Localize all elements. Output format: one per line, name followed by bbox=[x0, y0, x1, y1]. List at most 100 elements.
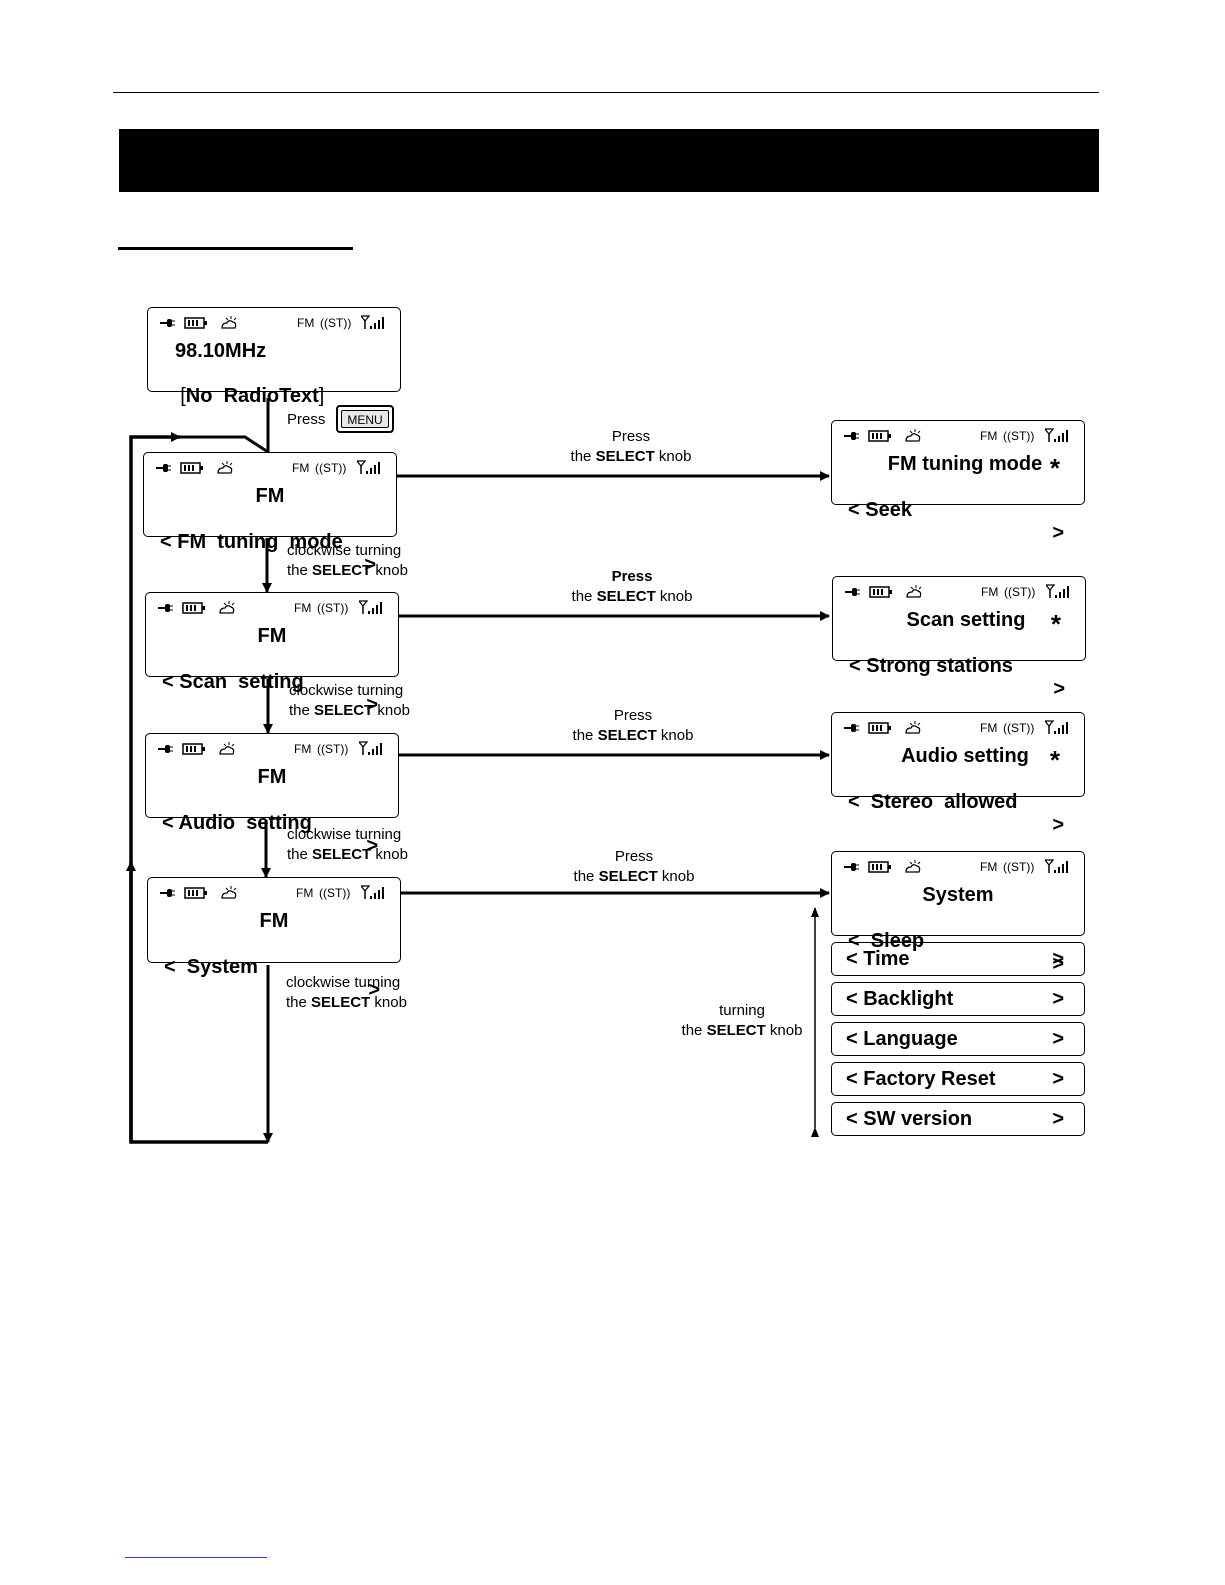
status-bar: FM ((ST)) bbox=[148, 885, 400, 901]
submenu-value-row: < Strong stations > bbox=[833, 632, 1085, 724]
selected-star-icon: * bbox=[1049, 453, 1060, 483]
fm-band-indicator: FM bbox=[297, 316, 315, 330]
loop-back-line bbox=[129, 432, 268, 1144]
press-select-caption-4: Press the SELECT knob bbox=[569, 847, 699, 887]
clockwise-caption-3: clockwise turning the SELECT knob bbox=[287, 826, 408, 863]
radiotext-value: No RadioText bbox=[185, 385, 319, 407]
system-option-sw-version[interactable]: < SW version> bbox=[831, 1102, 1085, 1136]
signal-icon bbox=[355, 460, 385, 476]
caption-the-select-knob: the SELECT knob bbox=[571, 588, 693, 605]
option-arrow: > bbox=[1052, 948, 1064, 970]
system-option-backlight[interactable]: < Backlight > bbox=[831, 982, 1085, 1016]
menu-item-arrow: > bbox=[366, 835, 378, 857]
top-rule bbox=[113, 92, 1099, 93]
status-bar: FM ((ST)) bbox=[832, 428, 1084, 444]
menu-item-row: < FM tuning mode > bbox=[144, 508, 396, 600]
selected-star-icon: * bbox=[1050, 609, 1061, 639]
battery-icon bbox=[182, 602, 206, 618]
menu-item-label: < FM tuning mode bbox=[160, 531, 343, 553]
weather-icon bbox=[905, 584, 923, 600]
battery-icon bbox=[180, 462, 204, 478]
fm-band-indicator: FM bbox=[296, 886, 314, 900]
stereo-indicator: ((ST)) bbox=[317, 742, 349, 756]
lcd-sub-system: FM ((ST)) System < Sleep > bbox=[831, 851, 1085, 975]
menu-item-row: < Audio setting > bbox=[146, 789, 398, 881]
submenu-value-row: < Stereo allowed > bbox=[832, 768, 1084, 860]
menu-item-row: < System > bbox=[148, 933, 400, 1025]
menu-title: FM bbox=[257, 766, 287, 788]
status-bar: FM ((ST)) bbox=[146, 741, 398, 757]
frequency-text: 98.10MHz bbox=[175, 340, 267, 362]
submenu-value-arrow: > bbox=[1052, 522, 1064, 544]
option-label: < Backlight bbox=[846, 988, 954, 1010]
submenu-value-arrow: > bbox=[1053, 678, 1065, 700]
clockwise-caption-1: clockwise turning the SELECT knob bbox=[287, 542, 408, 579]
lcd-menu-system: FM ((ST)) FM < System > bbox=[147, 877, 401, 1001]
menu-item-label: < Audio setting bbox=[162, 812, 312, 834]
press-menu-caption: Press bbox=[287, 411, 326, 428]
system-option-factory-reset[interactable]: < Factory Reset > bbox=[831, 1062, 1085, 1096]
loop-join-line bbox=[180, 435, 269, 454]
status-bar: FM ((ST)) bbox=[832, 859, 1084, 875]
turning-caption: turning the SELECT knob bbox=[681, 1002, 803, 1039]
menu-title: FM bbox=[259, 910, 289, 932]
radiotext-line: [No RadioText] bbox=[158, 362, 324, 431]
stereo-indicator: ((ST)) bbox=[1003, 860, 1035, 874]
weather-icon bbox=[904, 859, 922, 875]
system-option-time[interactable]: < Time> bbox=[831, 942, 1085, 976]
signal-icon bbox=[359, 315, 389, 331]
menu-button-label: MENU bbox=[341, 410, 389, 428]
option-label: < SW version bbox=[846, 1108, 973, 1130]
option-arrow: > bbox=[1052, 1028, 1064, 1050]
submenu-value-label: < Sleep bbox=[848, 930, 925, 952]
lcd-sub-audio-setting: FM ((ST)) Audio setting * < Stereo allow… bbox=[831, 712, 1085, 836]
fm-band-indicator: FM bbox=[980, 429, 998, 443]
lcd-menu-fm-tuning-mode: FM ((ST)) FM < FM tuning mode > bbox=[143, 452, 397, 576]
signal-icon bbox=[357, 600, 387, 616]
plug-icon bbox=[160, 887, 176, 903]
radiotext-bracket-open: [ bbox=[180, 385, 186, 407]
option-label: < Factory Reset bbox=[846, 1068, 996, 1090]
lcd-menu-scan-setting: FM ((ST)) FM < Scan setting > bbox=[145, 592, 399, 716]
weather-icon bbox=[218, 741, 236, 757]
stereo-indicator: ((ST)) bbox=[1003, 721, 1035, 735]
plug-icon bbox=[845, 586, 861, 602]
signal-icon bbox=[1043, 720, 1073, 736]
status-bar: FM ((ST)) bbox=[148, 315, 400, 331]
caption-the-select-knob: the SELECT knob bbox=[573, 868, 695, 885]
menu-button[interactable]: MENU bbox=[336, 405, 394, 433]
signal-icon bbox=[359, 885, 389, 901]
submenu-title: System bbox=[922, 884, 994, 906]
submenu-value-label: < Strong stations bbox=[849, 655, 1013, 677]
caption-press: Press bbox=[611, 428, 651, 445]
option-arrow: > bbox=[1052, 1068, 1064, 1090]
battery-icon bbox=[182, 743, 206, 759]
battery-icon bbox=[868, 861, 892, 877]
menu-item-label: < Scan setting bbox=[162, 671, 304, 693]
signal-icon bbox=[357, 741, 387, 757]
status-bar: FM ((ST)) bbox=[146, 600, 398, 616]
fm-band-indicator: FM bbox=[980, 860, 998, 874]
weather-icon bbox=[218, 600, 236, 616]
caption-the-select-knob: the SELECT knob bbox=[570, 448, 692, 465]
clockwise-caption-2: clockwise turning the SELECT knob bbox=[289, 682, 410, 719]
clockwise-caption-4: clockwise turning the SELECT knob bbox=[286, 974, 407, 1011]
signal-icon bbox=[1043, 428, 1073, 444]
plug-icon bbox=[158, 602, 174, 618]
radiotext-bracket-close: ] bbox=[318, 385, 325, 407]
caption-press: Press bbox=[611, 568, 653, 585]
signal-icon bbox=[1043, 859, 1073, 875]
status-bar: FM ((ST)) bbox=[144, 460, 396, 476]
submenu-value-label: < Stereo allowed bbox=[848, 791, 1018, 813]
option-arrow: > bbox=[1052, 988, 1064, 1010]
system-option-language[interactable]: < Language> bbox=[831, 1022, 1085, 1056]
status-bar: FM ((ST)) bbox=[833, 584, 1085, 600]
plug-icon bbox=[156, 462, 172, 478]
weather-icon bbox=[904, 428, 922, 444]
fm-band-indicator: FM bbox=[981, 585, 999, 599]
menu-item-label: < System bbox=[164, 956, 258, 978]
footer-link-rule bbox=[125, 1557, 267, 1558]
weather-icon bbox=[220, 315, 238, 331]
stereo-indicator: ((ST)) bbox=[315, 461, 347, 475]
